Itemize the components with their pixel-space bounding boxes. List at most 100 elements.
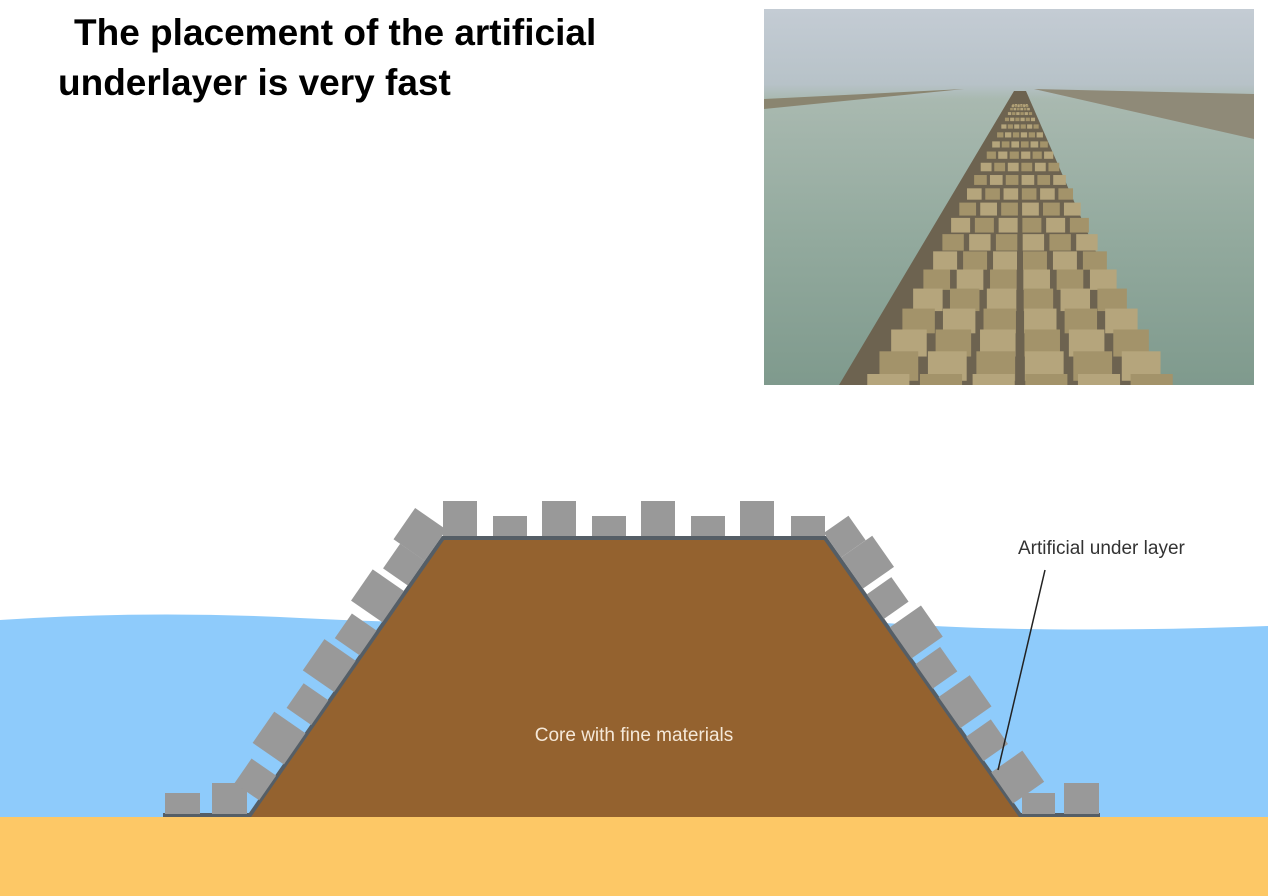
photo-concrete-block <box>980 162 992 172</box>
photo-concrete-block <box>990 269 1017 290</box>
label-pointer-line <box>997 569 1046 771</box>
photo-concrete-block <box>1007 112 1012 116</box>
armour-block <box>641 501 675 536</box>
armour-block <box>866 577 909 619</box>
photo-illustration <box>764 89 1254 385</box>
photo-concrete-block <box>1082 251 1107 270</box>
breakwater-photo <box>764 9 1254 385</box>
photo-concrete-block <box>1011 105 1014 108</box>
photo-concrete-block <box>1014 104 1018 106</box>
photo-concrete-block <box>986 288 1017 312</box>
photo-concrete-block <box>1022 217 1042 233</box>
photo-concrete-block <box>1028 112 1033 116</box>
photo-concrete-block <box>983 308 1016 334</box>
armour-block <box>234 758 277 801</box>
photo-concrete-block <box>1005 175 1019 185</box>
photo-concrete-block <box>1030 117 1036 122</box>
photo-concrete-block <box>1025 104 1028 106</box>
armour-block <box>592 516 626 536</box>
photo-concrete-block <box>913 288 943 312</box>
photo-concrete-block <box>1021 162 1033 172</box>
photo-concrete-block <box>1033 124 1039 129</box>
photo-concrete-block <box>1020 141 1029 148</box>
photo-concrete-block <box>1023 288 1054 312</box>
photo-concrete-block <box>1020 105 1023 108</box>
photo-concrete-block <box>1012 132 1020 138</box>
photo-concrete-block <box>1022 234 1045 251</box>
photo-concrete-block <box>998 151 1008 159</box>
photo-concrete-block <box>1024 308 1057 334</box>
photo-concrete-block <box>1097 288 1127 312</box>
photo-concrete-block <box>963 251 988 270</box>
armour-block <box>791 516 825 536</box>
photo-concrete-block <box>1014 105 1017 108</box>
armour-block <box>443 501 477 536</box>
photo-concrete-block <box>1013 107 1017 111</box>
armour-block <box>165 793 200 814</box>
slide-title: The placement of the artificial underlay… <box>58 8 596 108</box>
photo-concrete-block <box>1021 151 1031 159</box>
armour-block <box>740 501 774 536</box>
photo-concrete-block <box>1020 112 1024 116</box>
title-line-1: The placement of the artificial <box>74 12 597 53</box>
photo-concrete-block <box>994 162 1006 172</box>
photo-concrete-block <box>1063 202 1081 216</box>
armour-block <box>889 605 943 659</box>
photo-concrete-block <box>1001 141 1010 148</box>
photo-concrete-block <box>972 374 1015 385</box>
sand-seabed <box>0 817 1268 896</box>
photo-concrete-block <box>1064 308 1098 334</box>
core-label: Core with fine materials <box>535 725 734 746</box>
armour-block <box>383 543 425 586</box>
armour-block <box>841 535 895 589</box>
photo-concrete-block <box>1001 124 1007 129</box>
armour-block <box>393 507 447 561</box>
photo-concrete-block <box>867 374 910 385</box>
photo-concrete-block <box>1048 162 1060 172</box>
photo-concrete-block <box>902 308 935 334</box>
photo-concrete-block <box>1034 162 1046 172</box>
armour-block <box>286 683 329 725</box>
photo-concrete-block <box>1023 105 1026 108</box>
photo-concrete-block <box>959 202 977 216</box>
armour-block <box>493 516 527 536</box>
photo-concrete-block <box>1046 217 1066 233</box>
underlayer-line <box>163 536 1100 817</box>
photo-concrete-block <box>974 217 994 233</box>
photo-concrete-block <box>1060 288 1091 312</box>
armour-block <box>252 711 306 765</box>
photo-concrete-block <box>1026 105 1029 108</box>
photo-concrete-block <box>1037 175 1051 185</box>
photo-concrete-block <box>1077 374 1121 385</box>
photo-concrete-block <box>1024 112 1028 116</box>
photo-concrete-block <box>1010 117 1015 122</box>
photo-concrete-block <box>1012 112 1016 116</box>
armour-block <box>1064 783 1099 814</box>
photo-concrete-block <box>993 251 1018 270</box>
photo-concrete-block <box>1003 188 1019 200</box>
photo-concrete-block <box>1007 124 1013 129</box>
photo-concrete-block <box>1020 132 1028 138</box>
photo-concrete-block <box>1016 112 1020 116</box>
photo-concrete-block <box>1030 141 1039 148</box>
photo-concrete-block <box>1027 124 1033 129</box>
photo-concrete-block <box>1044 151 1054 159</box>
photo-concrete-block <box>1023 107 1027 111</box>
photo-concrete-block <box>1021 188 1037 200</box>
photo-concrete-block <box>923 269 951 290</box>
photo-concrete-block <box>949 288 980 312</box>
photo-concrete-block <box>1069 217 1089 233</box>
photo-concrete-block <box>1040 188 1055 200</box>
photo-concrete-block <box>1022 104 1026 106</box>
photo-concrete-block <box>1011 141 1020 148</box>
photo-concrete-block <box>1025 117 1030 122</box>
photo-concrete-block <box>933 251 958 270</box>
armour-block <box>542 501 576 536</box>
photo-concrete-block <box>1076 234 1098 251</box>
photo-concrete-block <box>919 374 963 385</box>
photo-concrete-block <box>986 151 996 159</box>
photo-concrete-block <box>992 141 1000 148</box>
photo-concrete-block <box>956 269 984 290</box>
photo-concrete-block <box>1009 151 1019 159</box>
photo-concrete-block <box>1004 132 1012 138</box>
